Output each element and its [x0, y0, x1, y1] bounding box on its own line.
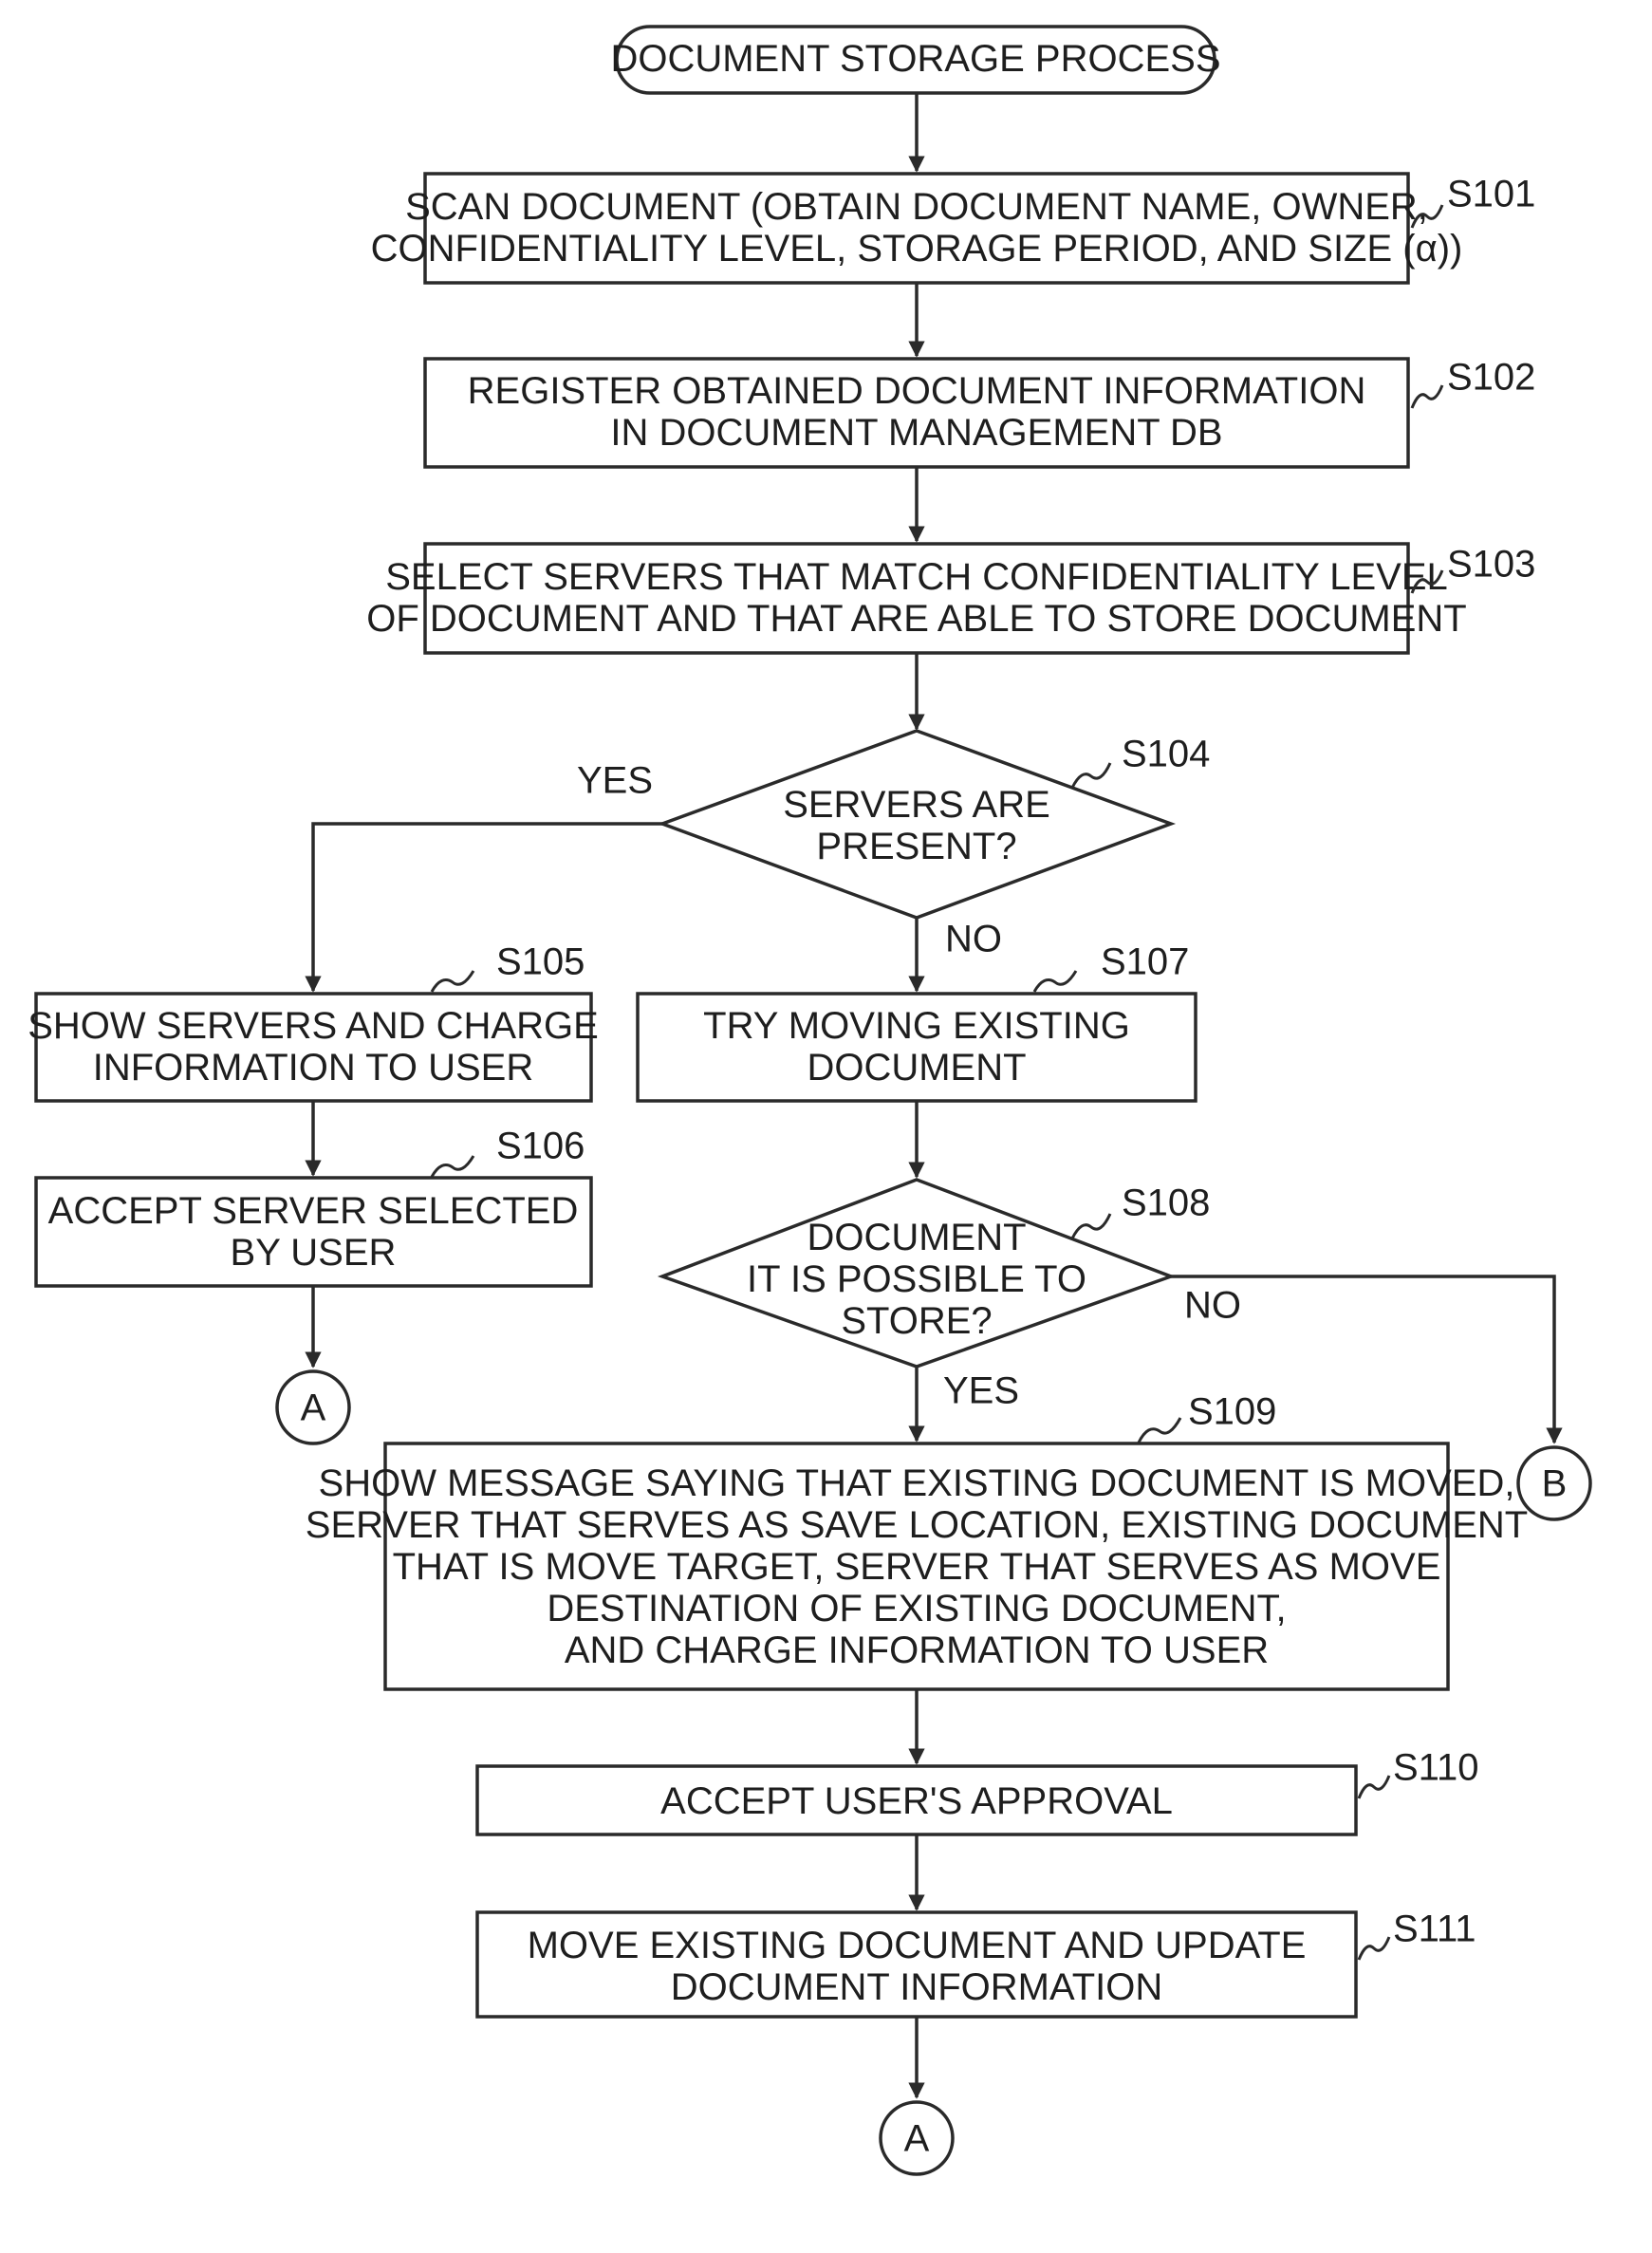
s108-yes-label: YES	[943, 1370, 1019, 1412]
s104-ref-text: S104	[1122, 734, 1210, 775]
s109-line-1: SHOW MESSAGE SAYING THAT EXISTING DOCUME…	[319, 1462, 1515, 1504]
step-s101: SCAN DOCUMENT (OBTAIN DOCUMENT NAME, OWN…	[371, 174, 1463, 283]
s108-line-2: IT IS POSSIBLE TO	[747, 1258, 1086, 1300]
step-ref-s106: S106	[432, 1126, 585, 1177]
s109-line-2: SERVER THAT SERVES AS SAVE LOCATION, EXI…	[306, 1504, 1528, 1546]
s102-line-1: REGISTER OBTAINED DOCUMENT INFORMATION	[468, 370, 1366, 412]
step-ref-s110: S110	[1359, 1747, 1478, 1798]
step-s103: SELECT SERVERS THAT MATCH CONFIDENTIALIT…	[366, 544, 1466, 653]
step-s111: MOVE EXISTING DOCUMENT AND UPDATEDOCUMEN…	[477, 1912, 1356, 2017]
connector-a-bottom: A	[881, 2102, 953, 2174]
connector-b: B	[1518, 1447, 1590, 1519]
s105-label: SHOW SERVERS AND CHARGEINFORMATION TO US…	[28, 1005, 599, 1089]
connector-b-label: B	[1542, 1463, 1568, 1505]
s104-yes-label: YES	[577, 760, 653, 802]
s111-ref-text: S111	[1393, 1909, 1476, 1950]
start-line-1: DOCUMENT STORAGE PROCESS	[610, 38, 1220, 80]
s109-ref-text: S109	[1188, 1391, 1276, 1433]
s103-label: SELECT SERVERS THAT MATCH CONFIDENTIALIT…	[366, 556, 1466, 640]
s108-line-3: STORE?	[841, 1300, 992, 1342]
s108-line-1: DOCUMENT	[807, 1217, 1026, 1258]
s111-line-1: MOVE EXISTING DOCUMENT AND UPDATE	[528, 1925, 1307, 1966]
s102-ref-text: S102	[1447, 357, 1535, 399]
step-s110: ACCEPT USER'S APPROVAL	[477, 1766, 1356, 1834]
decision-s108: DOCUMENTIT IS POSSIBLE TOSTORE?	[662, 1180, 1171, 1367]
s101-ref-text: S101	[1447, 174, 1535, 215]
s103-ref-text: S103	[1447, 544, 1535, 586]
s105-line-2: INFORMATION TO USER	[93, 1047, 533, 1089]
s109-line-5: AND CHARGE INFORMATION TO USER	[565, 1629, 1269, 1671]
s107-line-1: TRY MOVING EXISTING	[703, 1005, 1130, 1047]
s106-line-2: BY USER	[231, 1232, 397, 1274]
step-s105: SHOW SERVERS AND CHARGEINFORMATION TO US…	[28, 994, 599, 1101]
connector-a-left-label: A	[301, 1387, 326, 1429]
s109-line-4: DESTINATION OF EXISTING DOCUMENT,	[547, 1588, 1286, 1629]
s108-ref-text: S108	[1122, 1182, 1210, 1224]
s103-line-1: SELECT SERVERS THAT MATCH CONFIDENTIALIT…	[385, 556, 1448, 598]
s105-line-1: SHOW SERVERS AND CHARGE	[28, 1005, 599, 1047]
connector-a-left: A	[277, 1371, 349, 1443]
s101-line-2: CONFIDENTIALITY LEVEL, STORAGE PERIOD, A…	[371, 228, 1463, 270]
s105-ref-text: S105	[496, 941, 585, 983]
s101-line-1: SCAN DOCUMENT (OBTAIN DOCUMENT NAME, OWN…	[405, 186, 1428, 228]
step-s102: REGISTER OBTAINED DOCUMENT INFORMATIONIN…	[425, 359, 1408, 467]
step-s109: SHOW MESSAGE SAYING THAT EXISTING DOCUME…	[306, 1443, 1528, 1689]
s111-line-2: DOCUMENT INFORMATION	[671, 1966, 1163, 2008]
s104-no-label: NO	[945, 919, 1002, 960]
s110-ref-text: S110	[1393, 1747, 1478, 1789]
s107-line-2: DOCUMENT	[807, 1047, 1026, 1089]
s107-ref-text: S107	[1101, 941, 1189, 983]
decision-s104: SERVERS AREPRESENT?	[662, 731, 1171, 918]
s109-line-3: THAT IS MOVE TARGET, SERVER THAT SERVES …	[393, 1546, 1441, 1588]
start-terminal: DOCUMENT STORAGE PROCESS	[610, 27, 1220, 93]
step-s107: TRY MOVING EXISTINGDOCUMENT	[638, 994, 1196, 1101]
s104-label: SERVERS AREPRESENT?	[783, 784, 1050, 867]
s102-line-2: IN DOCUMENT MANAGEMENT DB	[610, 412, 1222, 454]
connector-a-bottom-label: A	[904, 2118, 930, 2160]
s101-label: SCAN DOCUMENT (OBTAIN DOCUMENT NAME, OWN…	[371, 186, 1463, 270]
s106-line-1: ACCEPT SERVER SELECTED	[48, 1190, 579, 1232]
s103-line-2: OF DOCUMENT AND THAT ARE ABLE TO STORE D…	[366, 598, 1466, 640]
s104-line-2: PRESENT?	[816, 826, 1016, 867]
step-ref-s105: S105	[432, 941, 585, 992]
start-label: DOCUMENT STORAGE PROCESS	[610, 38, 1220, 80]
s108-no-label: NO	[1184, 1285, 1241, 1327]
step-ref-s102: S102	[1412, 357, 1535, 408]
step-ref-s111: S111	[1359, 1909, 1476, 1960]
s104-line-1: SERVERS ARE	[783, 784, 1050, 826]
s106-ref-text: S106	[496, 1126, 585, 1167]
step-ref-s108: S108	[1072, 1182, 1210, 1238]
step-s106: ACCEPT SERVER SELECTEDBY USER	[36, 1178, 591, 1286]
step-ref-s109: S109	[1139, 1391, 1276, 1443]
step-ref-s107: S107	[1034, 941, 1189, 992]
arrow-s104-yes-to-s105	[313, 824, 662, 991]
step-ref-s104: S104	[1072, 734, 1210, 788]
s110-label: ACCEPT USER'S APPROVAL	[660, 1780, 1173, 1822]
s110-line-1: ACCEPT USER'S APPROVAL	[660, 1780, 1173, 1822]
step-ref-s101: S101	[1412, 174, 1535, 228]
